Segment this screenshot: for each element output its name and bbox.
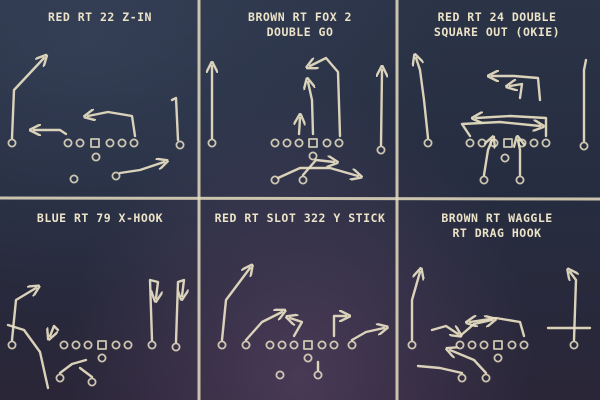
play-5-diagram [217,268,384,380]
play-1-diagram [7,58,185,184]
play-2-title: BROWN RT FOX 2 [248,10,352,24]
play-6-title: BROWN RT WAGGLE [441,211,552,225]
play-2-diagram [208,56,384,185]
play-4-diagram [6,278,184,390]
play-6-subtitle: RT DRAG HOOK [452,226,541,240]
play-3-diagram [416,58,589,185]
play-4-title: BLUE RT 79 X-HOOK [37,211,163,225]
horizontal-divider [0,196,600,201]
play-5-title: RED RT SLOT 322 Y STICK [215,211,386,225]
play-6-diagram [407,272,592,383]
play-3-title: RED RT 24 DOUBLE [438,10,557,24]
play-3-subtitle: SQUARE OUT (OKIE) [434,25,560,39]
play-2-subtitle: DOUBLE GO [267,25,334,39]
play-1-title: RED RT 22 Z-IN [48,10,152,24]
